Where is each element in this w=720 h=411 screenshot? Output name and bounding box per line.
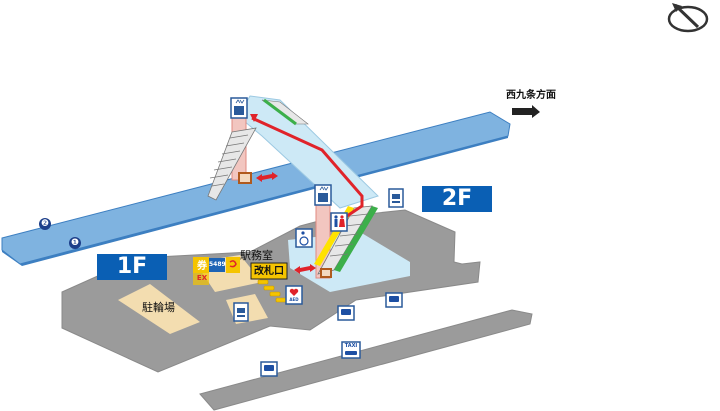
ticket-sign-text: 券: [197, 261, 207, 272]
transfer-arrow-right: [294, 264, 316, 274]
ic-card-sign-text: 5489: [209, 261, 226, 268]
accessible-toilet-icon: [295, 228, 313, 248]
badge-2f: [422, 186, 492, 212]
compass-icon: [667, 3, 709, 33]
transfer-arrow-left: [256, 172, 278, 182]
locker-icon: [238, 172, 252, 184]
bicycle-parking-area: [118, 284, 200, 334]
ticket-gate-box: [250, 262, 288, 280]
stairs-left: [207, 127, 257, 201]
elevator-icon-2: [314, 184, 332, 206]
ticket-machine-icon: [388, 188, 404, 208]
bus-icon: [337, 305, 355, 321]
ticket-gate-label: 改札口: [254, 266, 284, 277]
platform-1-marker: [69, 237, 81, 249]
stairs-top-strip: [263, 98, 297, 126]
toilet-icon: [330, 212, 348, 232]
bus-icon-2: [385, 292, 403, 308]
route-arrow-top: [250, 114, 258, 122]
station-office-label: 駅務室: [240, 249, 273, 262]
bus-icon-3: [260, 361, 278, 377]
badge-1f: [97, 254, 167, 280]
road-strip: [199, 309, 533, 411]
locker-icon-2: [320, 268, 332, 278]
platform-2-marker: [39, 218, 51, 230]
platform-1-label: ❶: [70, 238, 80, 248]
direction-arrow: [512, 105, 540, 118]
aed-label: AED: [289, 297, 299, 302]
express-sign-text: EX: [196, 274, 208, 282]
taxi-label: TAXI: [344, 343, 358, 349]
platform-2-label: ❷: [40, 219, 50, 229]
elevator-icon: [230, 97, 248, 119]
accessible-route: [251, 116, 364, 220]
turnstiles: [257, 279, 287, 303]
floor-badge-2f: 2F: [441, 186, 473, 211]
direction-label: 西九条方面: [506, 90, 556, 101]
bicycle-parking-label: 駐輪場: [142, 301, 175, 314]
taxi-icon: [341, 341, 361, 359]
ticket-sign: [193, 257, 240, 285]
aed-icon: [285, 285, 303, 305]
ticket-machine-icon-2: [233, 302, 249, 322]
floor-badge-1f: 1F: [116, 254, 148, 279]
